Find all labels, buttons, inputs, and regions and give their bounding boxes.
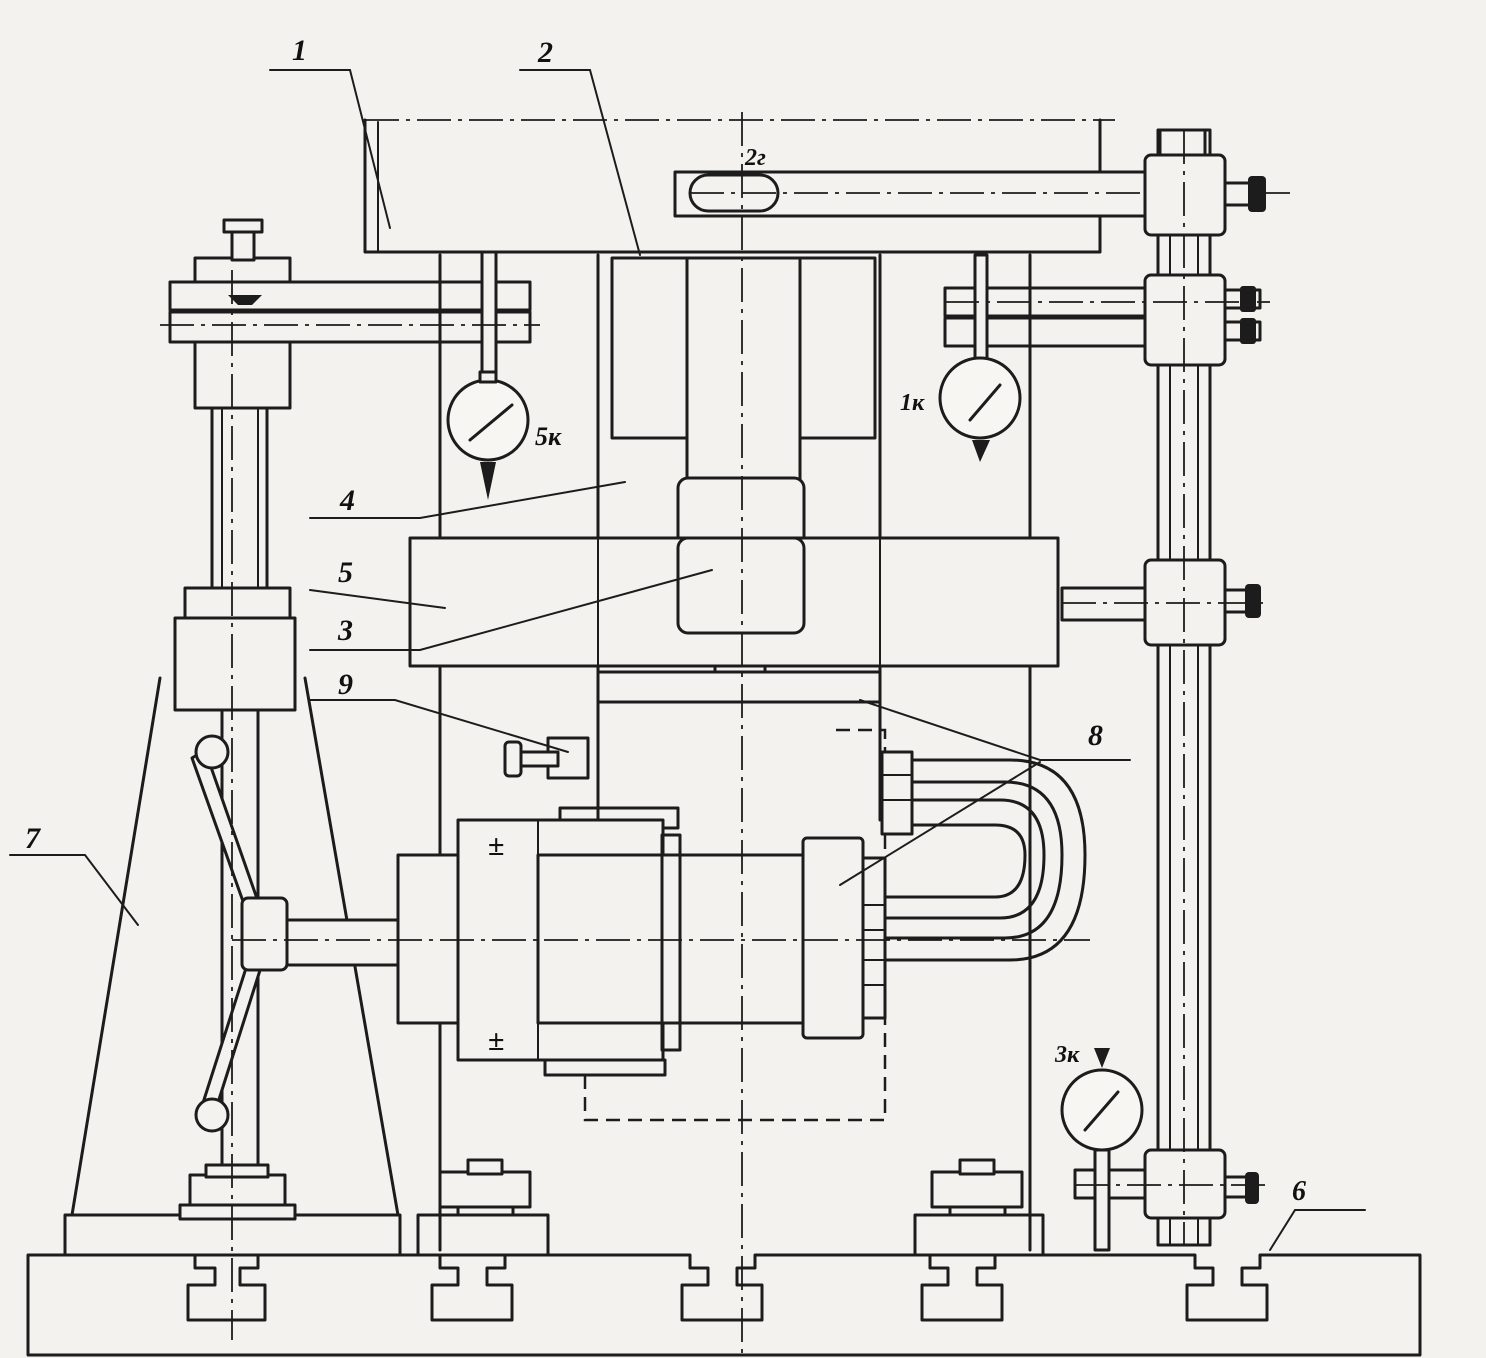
label-plus-top: ± <box>488 829 504 862</box>
left-support-stand <box>63 218 532 1257</box>
label-mark-2g: 2г <box>744 145 766 171</box>
label-gauge-1k: 1к <box>900 390 925 416</box>
label-part-2: 2 <box>537 36 553 69</box>
label-part-7: 7 <box>25 822 41 855</box>
label-part-8: 8 <box>1088 719 1103 752</box>
part-labels: 1 2 2г 5к 1к 4 5 3 9 8 7 3к 6 ± ± <box>25 34 1306 1207</box>
anchor-bolts <box>416 1158 1045 1257</box>
label-part-6: 6 <box>1292 1176 1306 1207</box>
center-lines <box>160 112 1270 1355</box>
label-part-4: 4 <box>339 484 355 517</box>
label-part-3: 3 <box>337 614 353 647</box>
label-part-9: 9 <box>338 668 353 701</box>
dial-indicator-3k <box>1060 1048 1144 1252</box>
base-table <box>26 1253 1422 1357</box>
right-pillar <box>943 128 1266 1247</box>
dial-indicator-1k <box>938 253 1022 462</box>
dial-indicator-5k <box>446 250 530 500</box>
label-plus-bottom: ± <box>488 1024 504 1057</box>
workpiece-cylinder <box>396 728 1087 1122</box>
leader-lines <box>9 69 1366 1251</box>
press-body <box>408 253 1060 1252</box>
clamp-screw-9 <box>503 736 590 780</box>
label-part-1: 1 <box>292 34 307 67</box>
linkage-arms <box>190 734 404 1133</box>
label-part-5: 5 <box>338 556 353 589</box>
label-gauge-5k: 5к <box>535 422 562 451</box>
label-gauge-3k: 3к <box>1054 1042 1080 1068</box>
